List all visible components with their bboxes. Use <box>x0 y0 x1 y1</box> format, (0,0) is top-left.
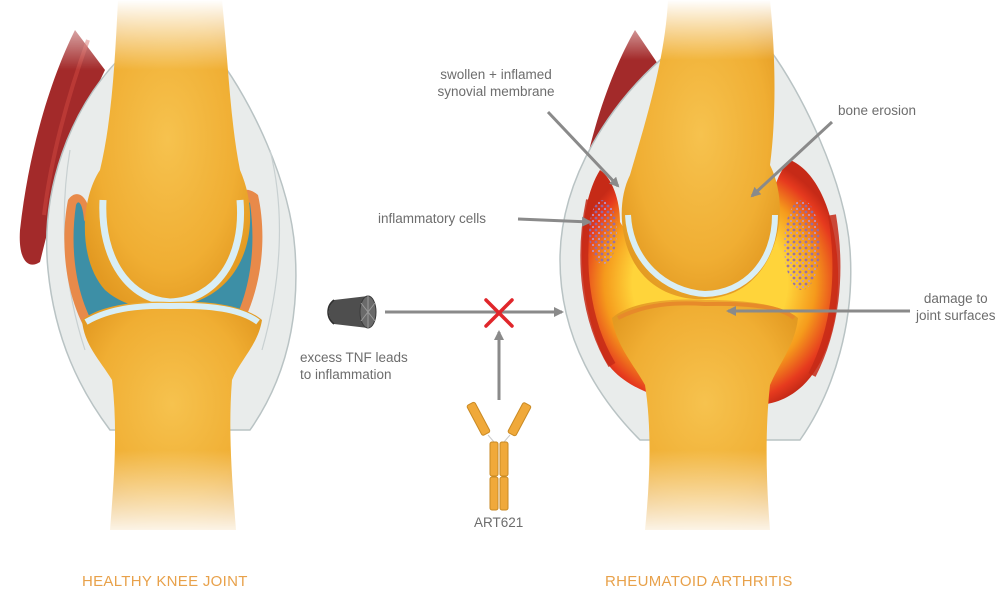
label-damage-line1: damage to <box>916 290 996 307</box>
ra-knee-illustration <box>540 0 870 540</box>
label-damage-joint: damage to joint surfaces <box>916 290 996 324</box>
label-tnf-line2: to inflammation <box>300 366 408 383</box>
ra-inflammatory-cells-right <box>784 200 820 290</box>
label-swollen-synovial: swollen + inflamed synovial membrane <box>426 66 566 100</box>
title-ra: RHEUMATOID ARTHRITIS <box>605 573 793 590</box>
label-inflammatory-cells: inflammatory cells <box>378 210 486 227</box>
label-swollen-line1: swollen + inflamed <box>426 66 566 83</box>
label-tnf-line1: excess TNF leads <box>300 349 408 366</box>
antibody-icon <box>466 402 531 510</box>
ra-inflammatory-cells-left <box>589 200 617 264</box>
label-swollen-line2: synovial membrane <box>426 83 566 100</box>
label-antibody: ART621 <box>474 514 523 531</box>
tnf-molecule-icon <box>328 296 376 328</box>
label-damage-line2: joint surfaces <box>916 307 996 324</box>
label-bone-erosion: bone erosion <box>838 102 916 119</box>
label-tnf: excess TNF leads to inflammation <box>300 349 408 383</box>
title-healthy: HEALTHY KNEE JOINT <box>82 573 248 590</box>
healthy-knee-illustration <box>0 0 330 540</box>
